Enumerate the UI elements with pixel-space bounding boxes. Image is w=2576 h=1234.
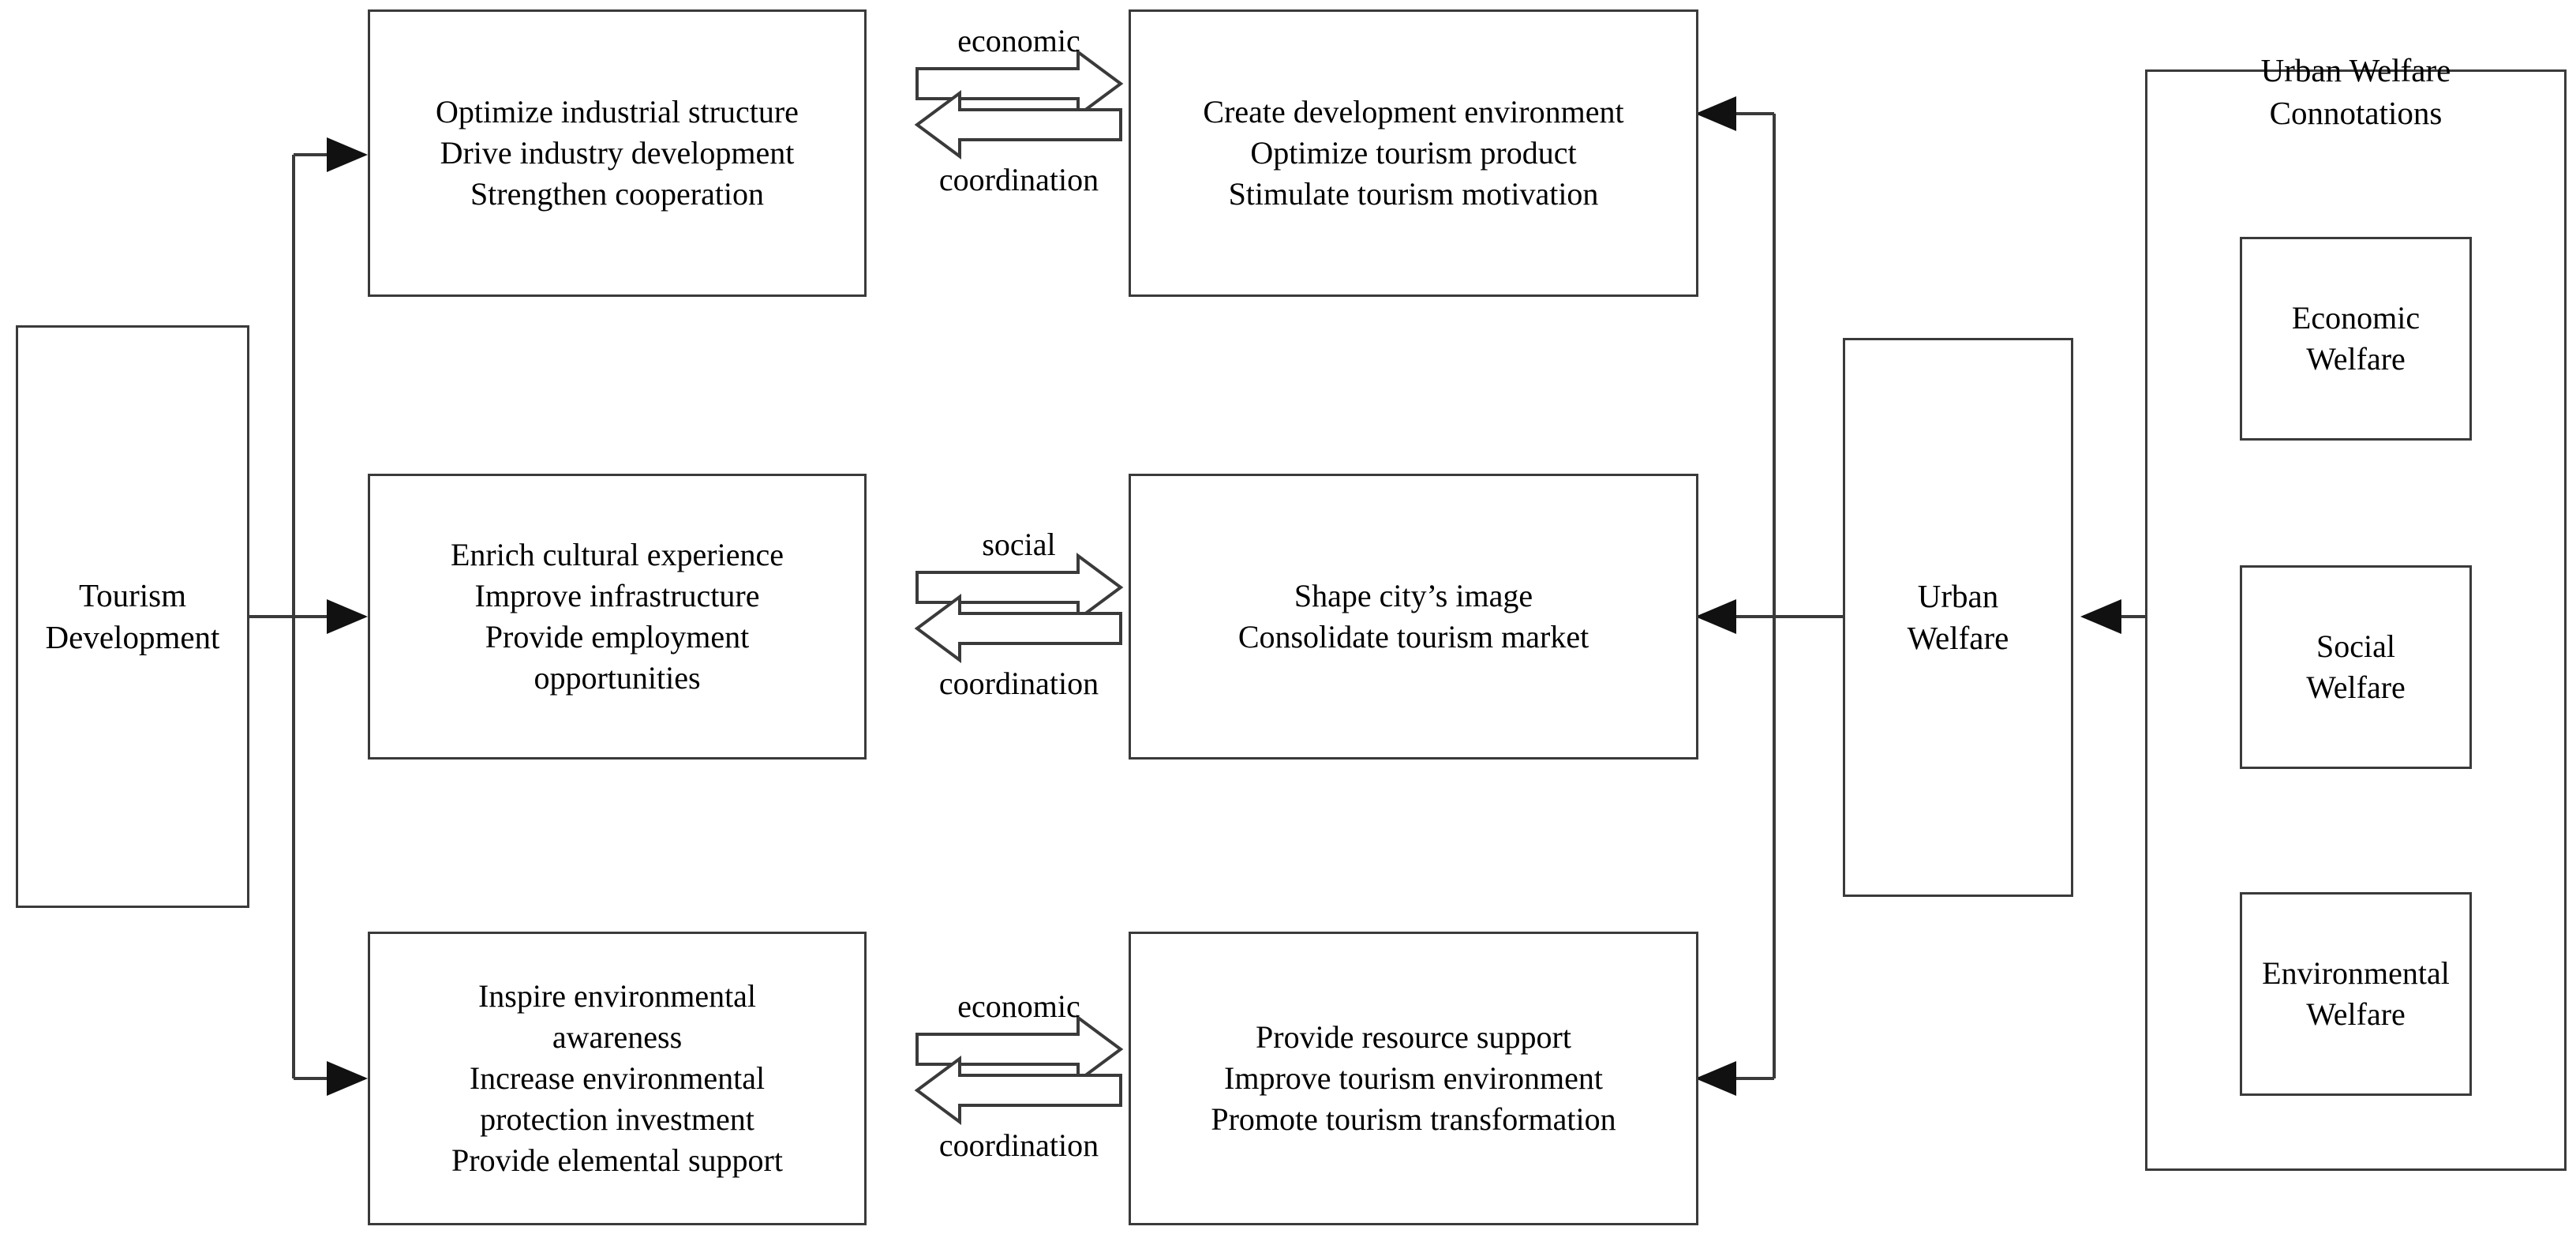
row-1-connector-bottom-label: coordination: [938, 162, 1099, 197]
connotation-item-social-welfare[interactable]: Social Welfare: [2240, 565, 2472, 769]
connotation-item-economic-welfare[interactable]: Economic Welfare: [2240, 237, 2472, 441]
connotation-2-line-2: Welfare: [2306, 670, 2406, 705]
source-label-line-1: Tourism: [78, 576, 187, 613]
row-2-block-arrows: [914, 553, 1124, 663]
row-3-left-line-5: Provide elemental support: [451, 1142, 783, 1178]
outcome-box-urban-welfare[interactable]: Urban Welfare: [1843, 338, 2073, 897]
row-1-left-box[interactable]: Optimize industrial structure Drive indu…: [368, 9, 867, 297]
row-2-left-line-1: Enrich cultural experience: [451, 537, 784, 572]
connotation-3-line-2: Welfare: [2306, 996, 2406, 1032]
row-2-arrow-left: [914, 594, 1122, 663]
connotation-2-line-1: Social: [2316, 628, 2395, 664]
row-2-connector-bottom-label: coordination: [938, 666, 1099, 701]
row-1-left-line-1: Optimize industrial structure: [436, 94, 799, 129]
row-1-left-line-3: Strengthen cooperation: [470, 176, 765, 212]
row-2-left-line-2: Improve infrastructure: [474, 578, 760, 613]
source-fanout-connector: [249, 137, 368, 1096]
row-2-arrow-right: [915, 553, 1124, 622]
row-1-right-line-3: Stimulate tourism motivation: [1228, 176, 1599, 212]
row-3-connector-top-label: economic: [957, 988, 1080, 1024]
row-2-right-box[interactable]: Shape city’s image Consolidate tourism m…: [1129, 474, 1698, 760]
row-2-left-line-3: Provide employment: [485, 619, 750, 655]
row-3-left-line-3: Increase environmental: [469, 1060, 766, 1096]
row-2-connector-top-label: social: [982, 527, 1056, 562]
row-1-right-line-1: Create development environment: [1203, 94, 1624, 129]
outcome-label-line-2: Welfare: [1907, 620, 2009, 656]
source-label-line-2: Development: [45, 619, 220, 655]
row-1-arrow-left: [914, 90, 1122, 159]
row-2-left-line-4: opportunities: [534, 660, 701, 696]
connotation-3-line-1: Environmental: [2262, 955, 2450, 991]
outcome-label-line-1: Urban: [1917, 577, 1999, 614]
connotation-item-environmental-welfare[interactable]: Environmental Welfare: [2240, 892, 2472, 1096]
row-3-arrow-right: [915, 1015, 1124, 1084]
row-3-arrow-left: [914, 1056, 1122, 1125]
row-2-right-line-2: Consolidate tourism market: [1237, 619, 1589, 655]
connotation-1-line-1: Economic: [2291, 300, 2421, 336]
row-1-right-line-2: Optimize tourism product: [1250, 135, 1577, 171]
row-3-left-line-4: protection investment: [480, 1101, 754, 1137]
row-1-block-arrows: [914, 49, 1124, 159]
row-2-left-box[interactable]: Enrich cultural experience Improve infra…: [368, 474, 867, 760]
connotations-title-line-2: Connotations: [2269, 95, 2443, 132]
row-1-left-line-2: Drive industry development: [440, 135, 795, 171]
row-3-right-line-3: Promote tourism transformation: [1211, 1101, 1616, 1137]
row-3-right-line-2: Improve tourism environment: [1224, 1060, 1603, 1096]
row-3-right-box[interactable]: Provide resource support Improve tourism…: [1129, 932, 1698, 1225]
row-3-left-box[interactable]: Inspire environmental awareness Increase…: [368, 932, 867, 1225]
row-3-block-arrows: [914, 1015, 1124, 1125]
row-2-right-line-1: Shape city’s image: [1294, 578, 1533, 613]
row-1-right-box[interactable]: Create development environment Optimize …: [1129, 9, 1698, 297]
connotation-1-line-2: Welfare: [2306, 341, 2406, 377]
row-3-left-line-1: Inspire environmental: [477, 978, 757, 1014]
row-3-left-line-2: awareness: [552, 1019, 683, 1055]
source-box-tourism-development[interactable]: Tourism Development: [16, 325, 249, 908]
connotations-title-line-1: Urban Welfare: [2260, 52, 2451, 88]
row-3-right-line-1: Provide resource support: [1256, 1019, 1571, 1055]
row-1-connector-top-label: economic: [957, 23, 1080, 58]
row-3-connector-bottom-label: coordination: [938, 1127, 1099, 1163]
row-1-arrow-right: [915, 49, 1124, 118]
connotations-panel-title: Urban Welfare Connotations: [2145, 49, 2567, 134]
